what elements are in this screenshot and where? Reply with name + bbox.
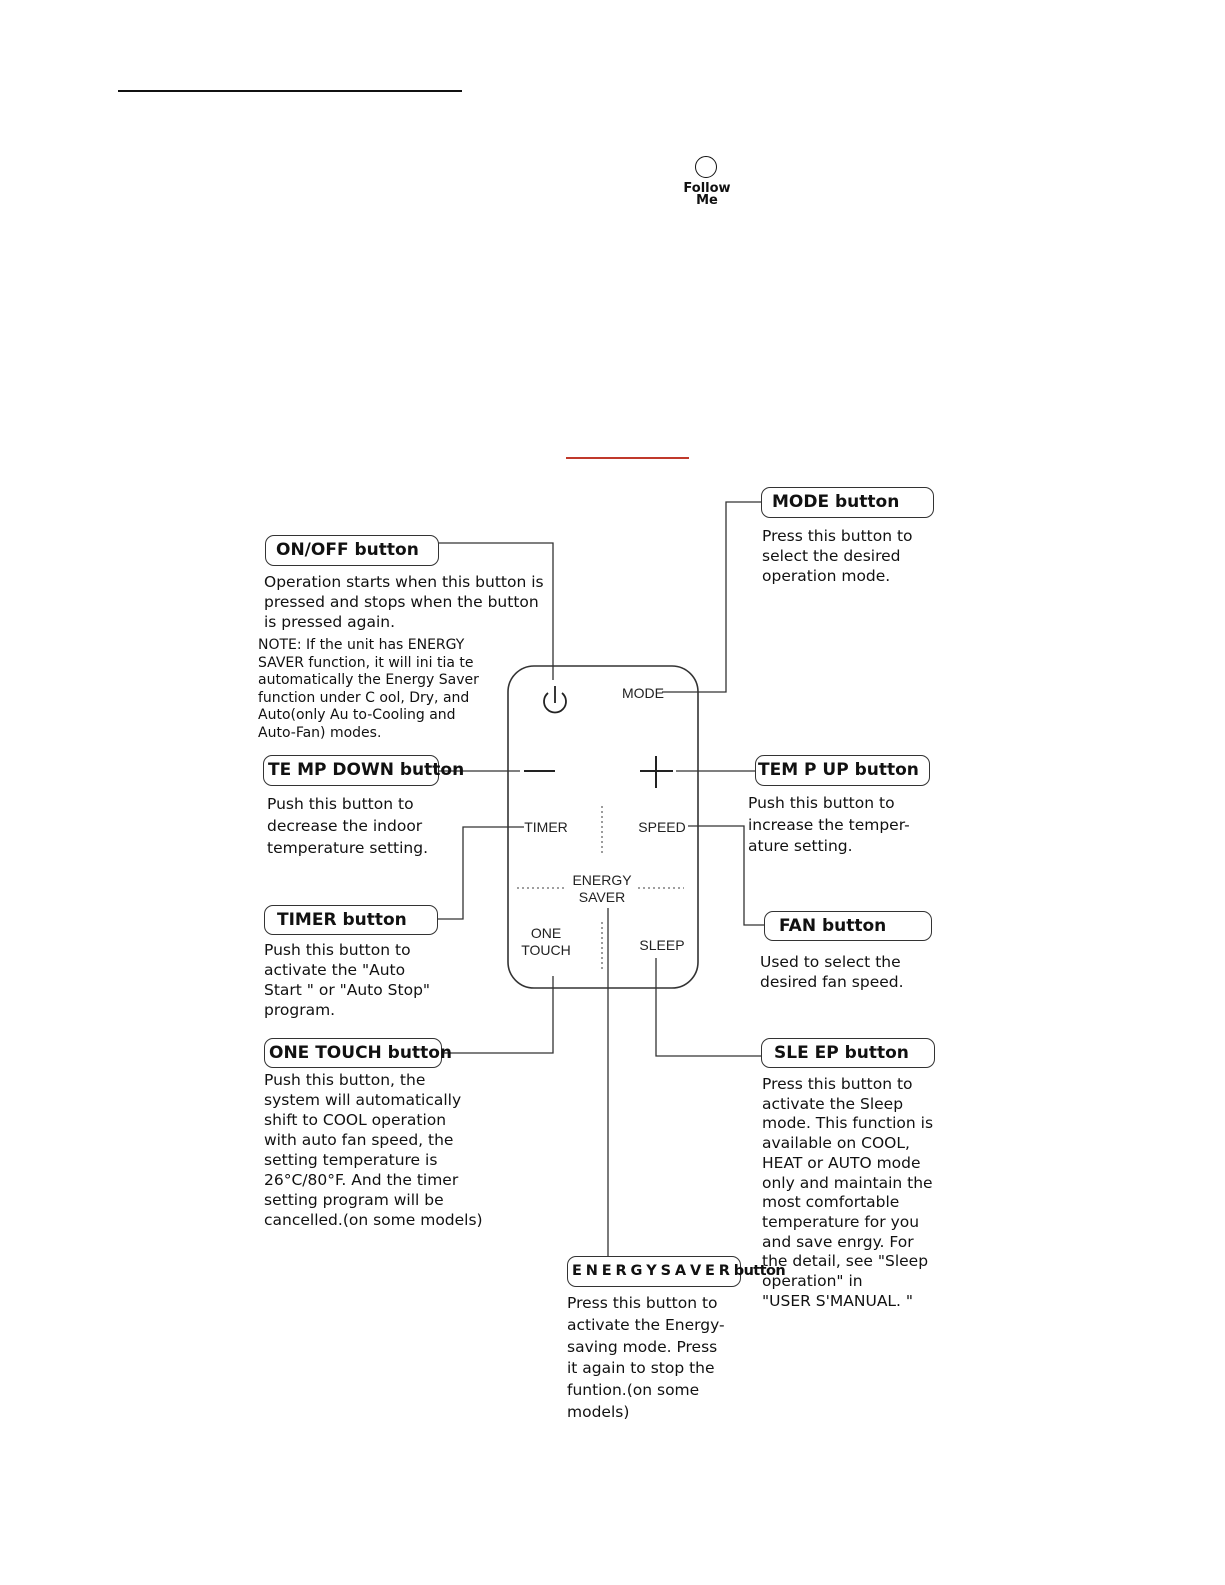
power-icon: [544, 686, 566, 712]
sleep-button-desc: Press this button to activate the Sleep …: [762, 1075, 933, 1311]
temp-up-button-desc: Push this button to increase the temper-…: [748, 793, 910, 858]
mode-button-desc: Press this button to select the desired …: [762, 526, 913, 586]
fan-button-desc: Used to select the desired fan speed.: [760, 952, 904, 992]
timer-button-callout: TIMER button: [264, 905, 438, 935]
fan-button-callout: FAN button: [764, 911, 932, 941]
remote-speed-label[interactable]: SPEED: [634, 819, 690, 836]
timer-button-desc: Push this button to activate the "Auto S…: [264, 940, 430, 1020]
energy-saver-button-callout: E N E R G Y S A V E R button: [567, 1256, 741, 1287]
remote-mode-label[interactable]: MODE: [616, 685, 670, 702]
mode-button-callout: MODE button: [761, 487, 934, 518]
temp-down-button-callout: TE MP DOWN button: [263, 755, 439, 786]
remote-sleep-label[interactable]: SLEEP: [634, 937, 690, 954]
one-touch-button-desc: Push this button, the system will automa…: [264, 1070, 483, 1230]
plus-icon: [640, 756, 673, 788]
remote-energy-saver-label[interactable]: ENERGY SAVER: [566, 872, 638, 906]
remote-timer-label[interactable]: TIMER: [520, 819, 572, 836]
temp-down-button-desc: Push this button to decrease the indoor …: [267, 793, 428, 859]
temp-up-button-callout: TEM P UP button: [755, 755, 930, 786]
remote-energy-label-1: ENERGY: [566, 872, 638, 889]
onoff-button-desc: Operation starts when this button is pre…: [264, 572, 544, 632]
remote-one-touch-label[interactable]: ONE TOUCH: [514, 925, 578, 959]
one-touch-button-callout: ONE TOUCH button: [264, 1038, 442, 1068]
remote-energy-label-2: SAVER: [566, 889, 638, 906]
energy-saver-button-desc: Press this button to activate the Energy…: [567, 1293, 725, 1424]
onoff-button-callout: ON/OFF button: [265, 535, 439, 566]
sleep-button-callout: SLE EP button: [761, 1038, 935, 1068]
onoff-button-note: NOTE: If the unit has ENERGY SAVER funct…: [258, 637, 479, 743]
